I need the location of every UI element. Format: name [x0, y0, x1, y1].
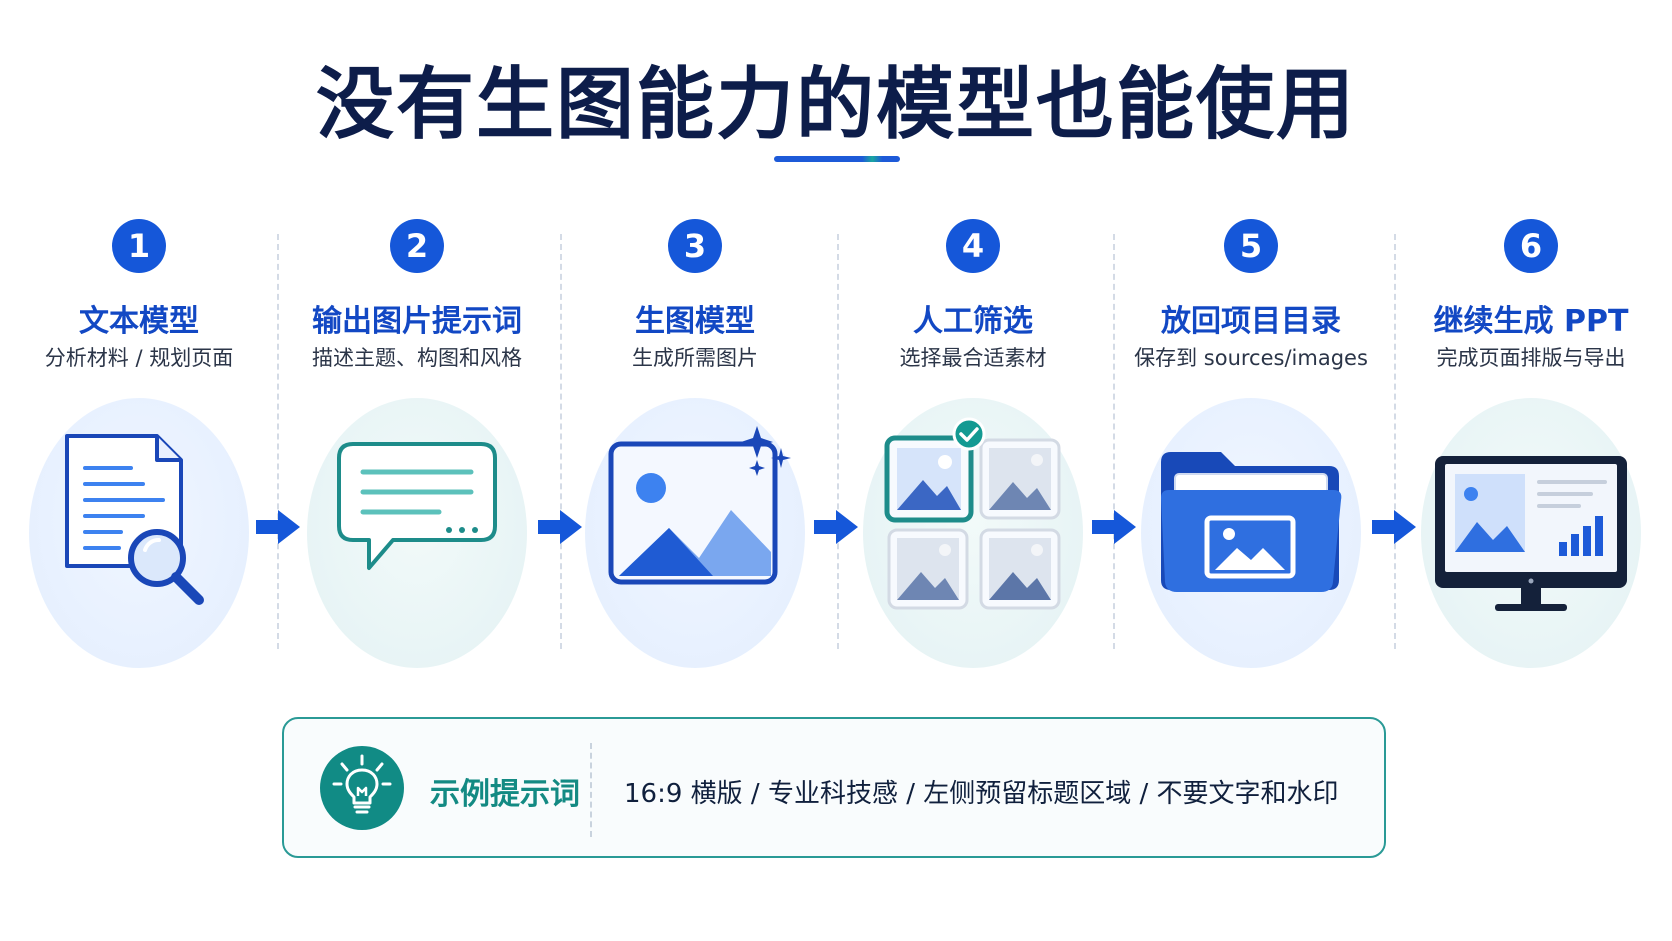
step-divider — [837, 234, 839, 649]
step-number-badge: 3 — [668, 219, 722, 273]
title-underline — [774, 156, 900, 162]
step-subtitle: 分析材料 / 规划页面 — [44, 346, 234, 370]
step-1: 1 文本模型 分析材料 / 规划页面 — [0, 210, 278, 680]
step-divider — [560, 234, 562, 649]
step-2: 2 输出图片提示词 描述主题、构图和风格 — [278, 210, 556, 680]
step-number-badge: 1 — [112, 219, 166, 273]
step-subtitle: 保存到 sources/images — [1134, 346, 1368, 370]
step-divider — [1113, 234, 1115, 649]
prompt-text: 16:9 横版 / 专业科技感 / 左侧预留标题区域 / 不要文字和水印 — [624, 779, 1339, 809]
step-subtitle: 描述主题、构图和风格 — [312, 346, 522, 370]
arrow-right-icon — [538, 510, 582, 544]
page-title: 没有生图能力的模型也能使用 — [315, 60, 1356, 150]
arrow-right-icon — [1372, 510, 1416, 544]
step-divider — [1394, 234, 1396, 649]
prompt-example-box: 示例提示词 16:9 横版 / 专业科技感 / 左侧预留标题区域 / 不要文字和… — [282, 717, 1386, 858]
step-title: 放回项目目录 — [1161, 304, 1341, 339]
step-number-badge: 4 — [946, 219, 1000, 273]
step-title: 生图模型 — [635, 304, 755, 339]
prompt-label: 示例提示词 — [430, 777, 580, 812]
prompt-divider — [590, 743, 592, 837]
step-5: 5 放回项目目录 保存到 sources/images — [1112, 210, 1390, 680]
step-number-badge: 2 — [390, 219, 444, 273]
arrow-right-icon — [256, 510, 300, 544]
image-sparkle-icon — [608, 426, 791, 585]
image-grid-select-icon — [884, 417, 1061, 610]
workflow-steps: 1 文本模型 分析材料 / 规划页面 2 输出图片提示词 描述主题、构图和风格 — [0, 210, 1672, 680]
step-subtitle: 选择最合适素材 — [899, 346, 1047, 370]
monitor-chart-icon — [1435, 456, 1627, 611]
document-search-icon — [65, 434, 204, 605]
lightbulb-icon — [320, 746, 404, 830]
arrow-right-icon — [1092, 510, 1136, 544]
step-subtitle: 完成页面排版与导出 — [1436, 346, 1626, 370]
step-title: 继续生成 PPT — [1433, 304, 1629, 339]
step-divider — [277, 234, 279, 649]
step-title: 人工筛选 — [913, 304, 1033, 339]
arrow-right-icon — [814, 510, 858, 544]
step-3: 3 生图模型 生成所需图片 — [556, 210, 834, 680]
step-subtitle: 生成所需图片 — [632, 346, 758, 370]
step-number-badge: 5 — [1224, 219, 1278, 273]
step-title: 输出图片提示词 — [312, 304, 522, 339]
step-4: 4 人工筛选 选择最合适素材 — [834, 210, 1112, 680]
step-number-badge: 6 — [1504, 219, 1558, 273]
step-6: 6 继续生成 PPT 完成页面排版与导出 — [1392, 210, 1670, 680]
folder-image-icon — [1161, 452, 1342, 592]
step-title: 文本模型 — [79, 304, 199, 339]
chat-bubble-icon — [337, 442, 497, 570]
